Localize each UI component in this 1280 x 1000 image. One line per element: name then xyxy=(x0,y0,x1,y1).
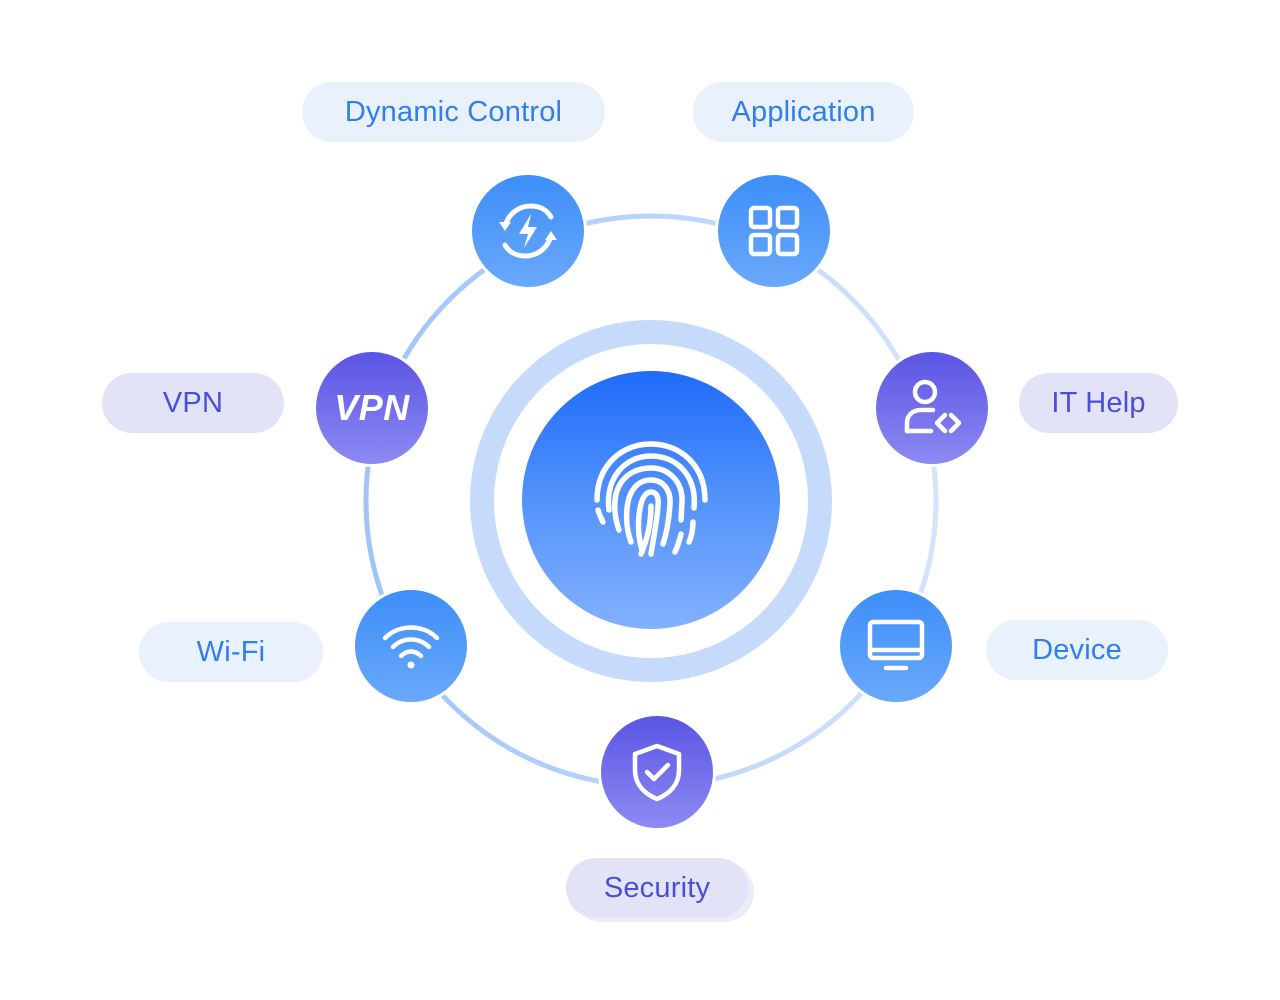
node-security xyxy=(598,713,716,831)
node-application xyxy=(715,172,833,290)
label-wifi: Wi-Fi xyxy=(139,622,323,682)
label-it-help: IT Help xyxy=(1019,373,1178,433)
node-device xyxy=(837,587,955,705)
label-device: Device xyxy=(986,620,1168,680)
node-wifi xyxy=(352,587,470,705)
vpn-icon: VPN xyxy=(334,387,410,428)
label-application: Application xyxy=(693,82,914,142)
monitor-icon xyxy=(867,619,925,671)
wifi-icon xyxy=(382,625,440,669)
core-fingerprint xyxy=(522,371,780,629)
node-it-help xyxy=(873,349,991,467)
label-vpn: VPN xyxy=(102,373,284,433)
refresh-bolt-icon xyxy=(499,203,557,259)
user-code-icon xyxy=(904,379,962,434)
shield-check-icon xyxy=(632,743,682,802)
label-dynamic-control: Dynamic Control xyxy=(302,82,605,142)
node-vpn: VPN xyxy=(313,349,431,467)
label-security: Security xyxy=(566,858,748,918)
app-grid-icon xyxy=(748,205,800,257)
fingerprint-icon xyxy=(594,441,708,557)
node-dynamic-control xyxy=(469,172,587,290)
